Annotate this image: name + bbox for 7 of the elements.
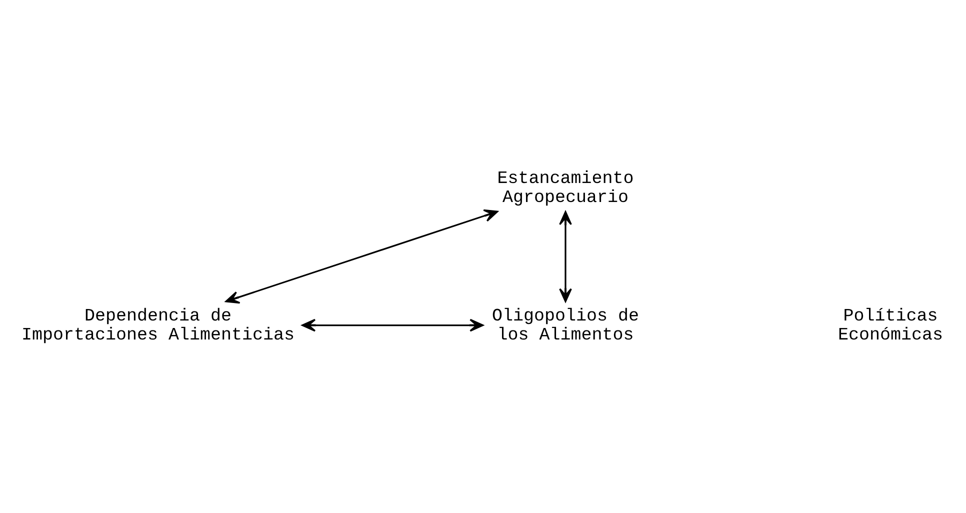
node-text: Dependencia de Importaciones Alimenticias xyxy=(21,306,295,346)
node-text: Estancamiento Agropecuario xyxy=(497,169,634,208)
arrow xyxy=(225,209,498,304)
node-text: Oligopolios de los Alimentos xyxy=(492,306,640,346)
label: Políticas Económicas xyxy=(838,306,944,346)
arrow xyxy=(559,211,572,302)
arrow xyxy=(302,318,484,332)
